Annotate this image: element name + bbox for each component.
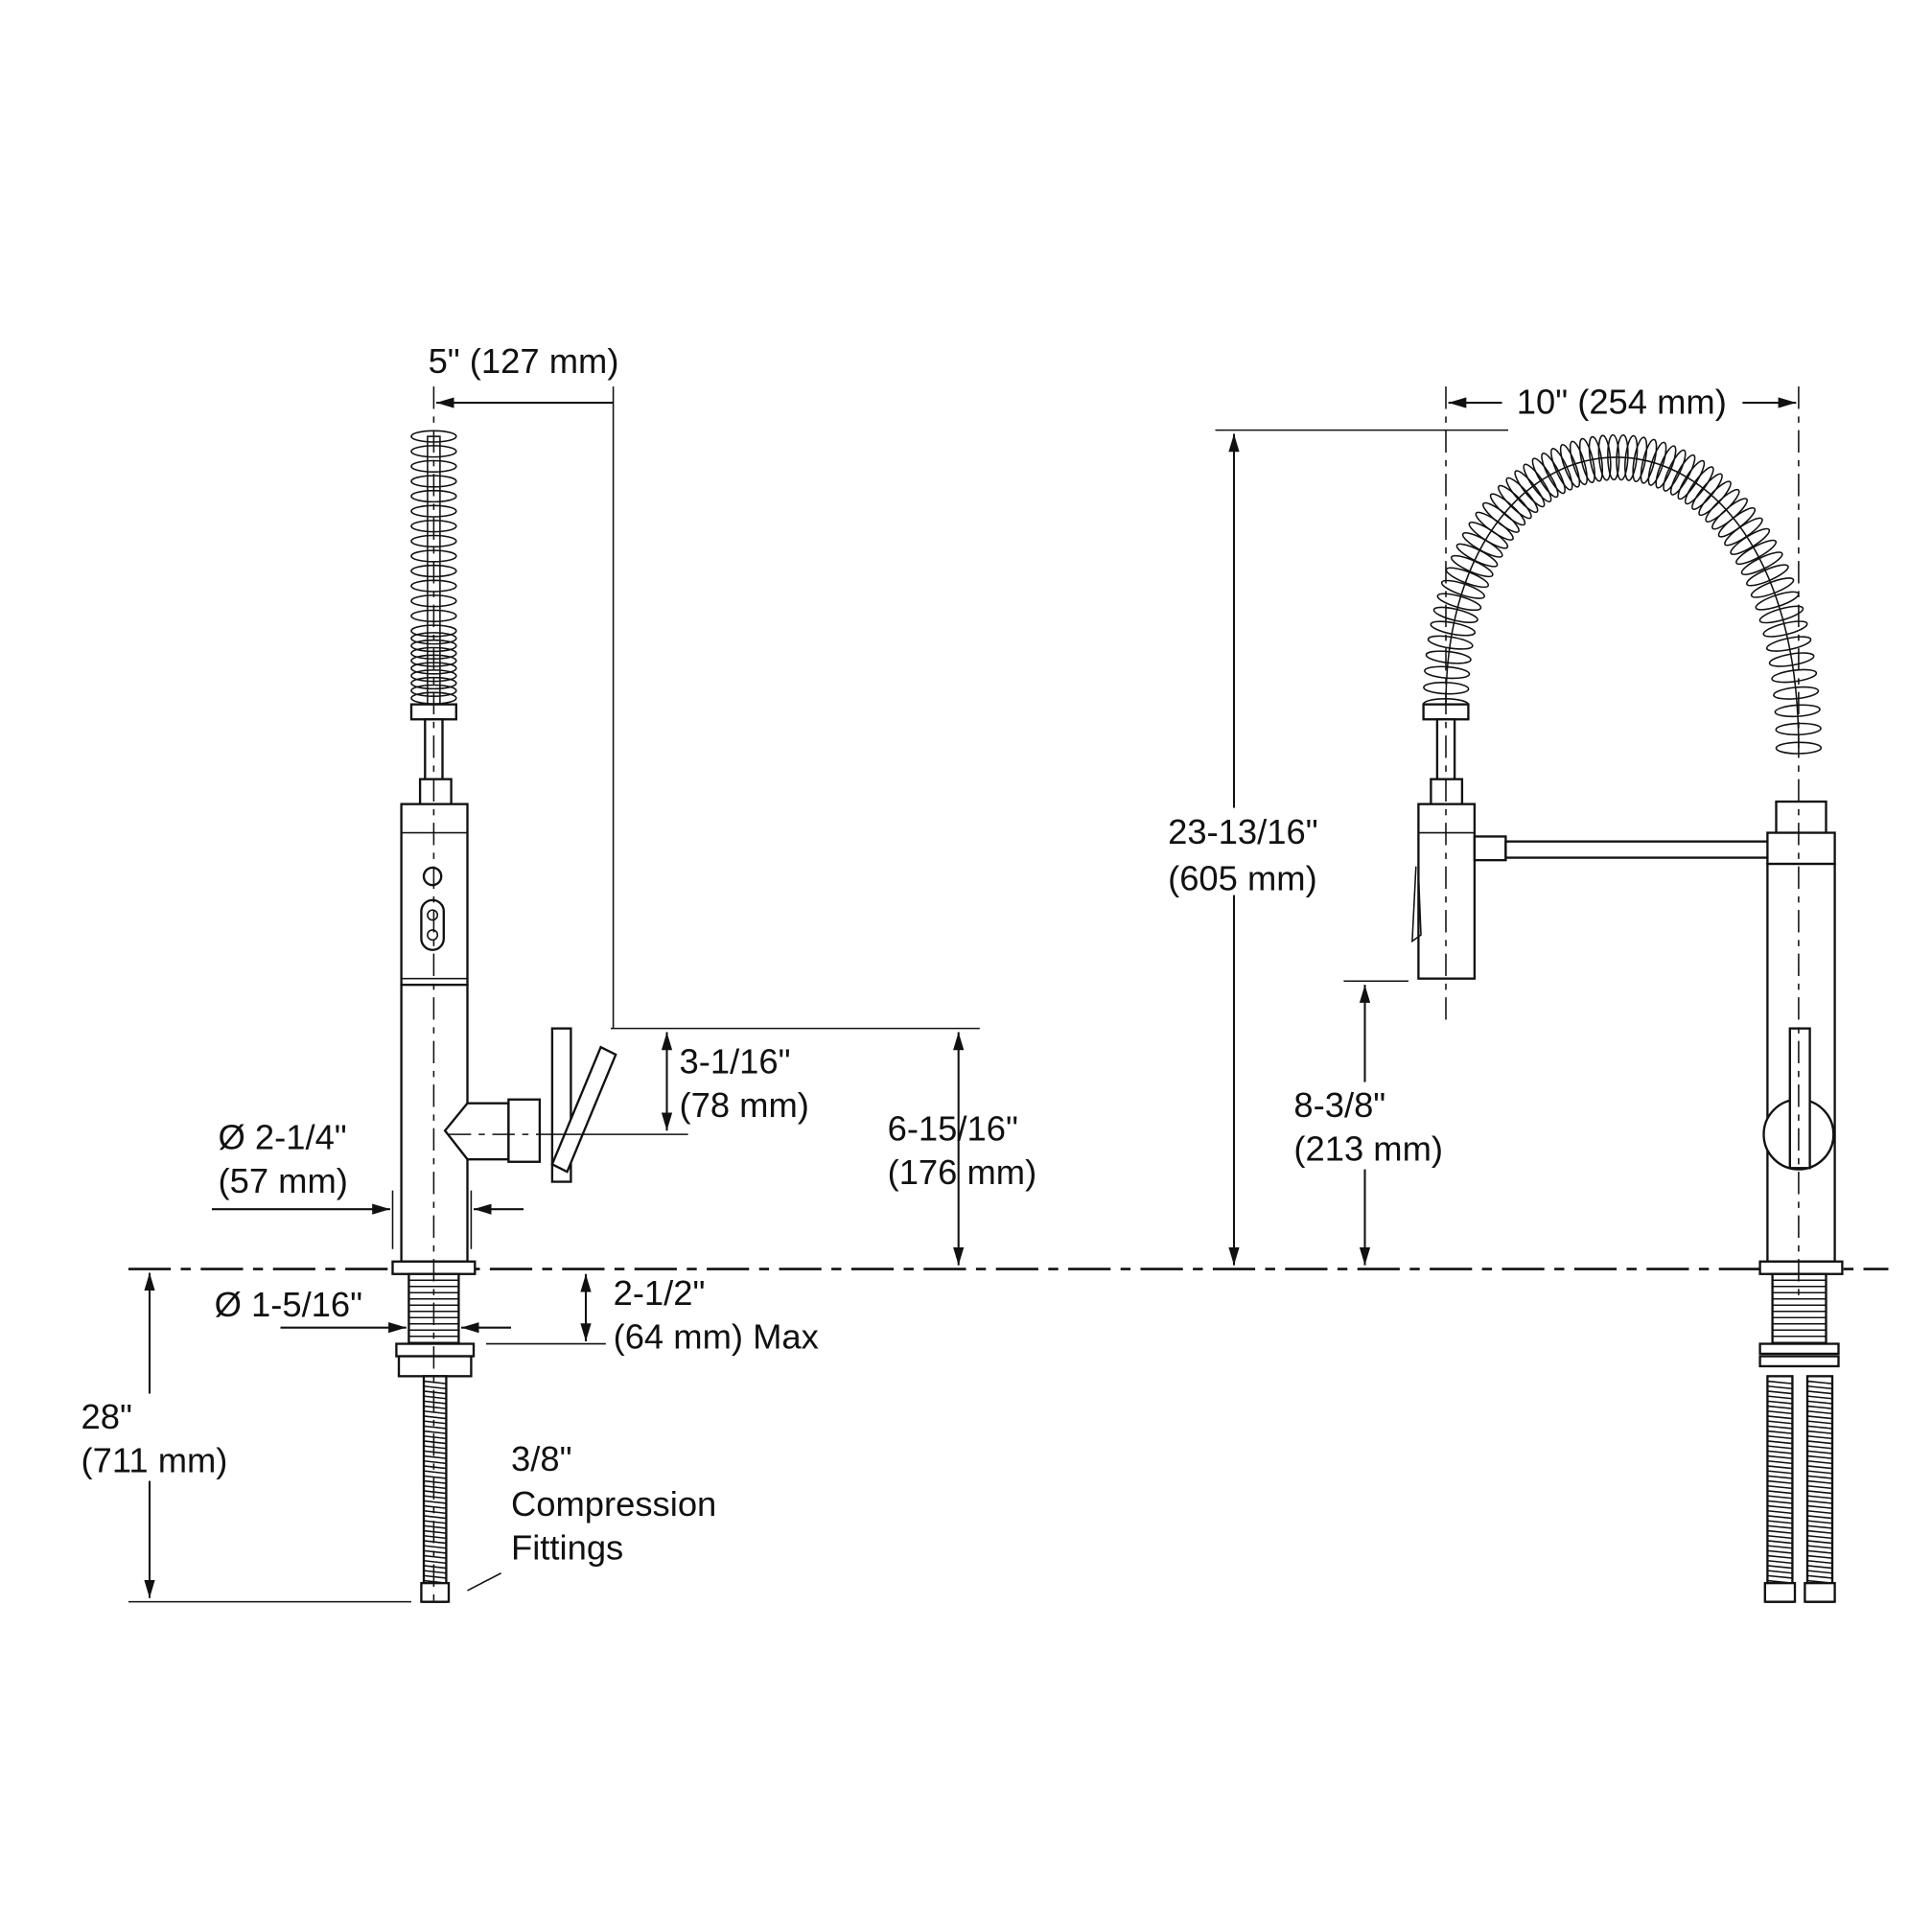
label-compression: Compression [511,1484,716,1524]
sprayer-trigger-icon [1411,866,1422,943]
dim-base-diameter: Ø 2-1/4" (57 mm) [212,1118,524,1249]
dim-spout-clearance: 8-3/8" (213 mm) [1289,980,1470,1266]
spray-toggle-icon [420,898,445,951]
label-28in: 28" [81,1397,132,1436]
side-handle-hub [443,1102,510,1161]
dim-handle-top-height: 6-15/16" (176 mm) [888,1032,1037,1266]
label-3-1-16: 3-1/16" [680,1041,791,1081]
spray-button-icon [422,866,443,887]
side-view-faucet [391,386,617,1609]
fittings-callout: 3/8" Compression Fittings [467,1439,716,1592]
label-fittings: Fittings [511,1527,623,1567]
dim-shank-diameter: Ø 1-5/16" [215,1285,511,1334]
label-78mm: (78 mm) [680,1085,809,1125]
label-176mm: (176 mm) [888,1152,1037,1192]
label-6-15-16: 6-15/16" [888,1109,1018,1149]
front-spring-coil [1422,433,1823,755]
dim-supply-length: 28" (711 mm) [75,1272,411,1603]
label-1-5-16: Ø 1-5/16" [215,1285,362,1324]
dim-spout-reach-front: 10" (254 mm) [1448,383,1797,422]
label-5in: 5" (127 mm) [429,341,619,381]
label-711mm: (711 mm) [81,1440,228,1479]
spout-arm [1504,840,1776,859]
label-57mm: (57 mm) [218,1161,347,1200]
label-64mm-max: (64 mm) Max [614,1317,819,1357]
handle-lever-tilted [550,1045,617,1174]
label-10in: 10" (254 mm) [1517,383,1727,422]
label-2-1-2: 2-1/2" [614,1273,706,1313]
label-23-13-16: 23-13/16" [1168,812,1318,851]
front-view-faucet [1411,386,1844,1603]
dim-handle-height: 3-1/16" (78 mm) [536,1027,980,1135]
front-handle-lever [1788,1027,1811,1170]
dim-deck-thickness: 2-1/2" (64 mm) Max [486,1273,819,1357]
dim-spout-reach-side: 5" (127 mm) [429,341,619,1029]
coil-loop [410,676,457,690]
label-8-3-8: 8-3/8" [1293,1085,1385,1125]
coil-loop [410,632,457,645]
dim-overall-height: 23-13/16" (605 mm) [1161,429,1508,1266]
label-213mm: (213 mm) [1293,1128,1443,1168]
label-3-8: 3/8" [511,1439,571,1478]
label-2-1-4: Ø 2-1/4" [218,1118,346,1157]
label-605mm: (605 mm) [1168,858,1317,897]
